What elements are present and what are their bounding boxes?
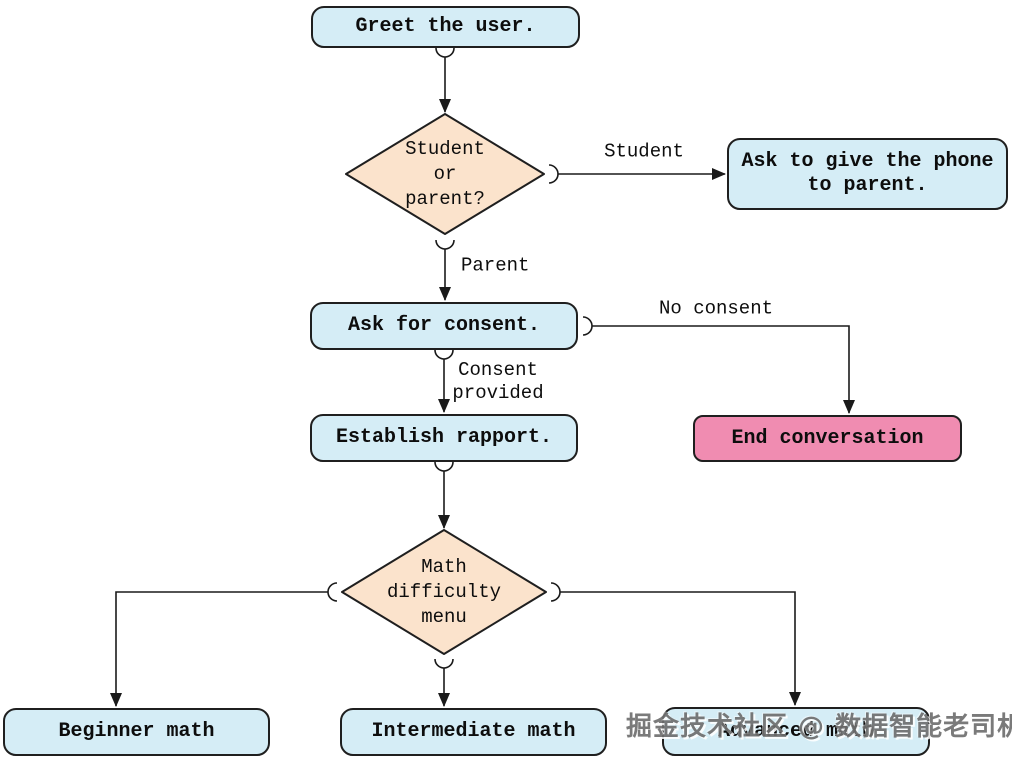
node-advanced-math: Advanced math — [662, 707, 930, 756]
node-establish-rapport: Establish rapport. — [310, 414, 578, 462]
edge-label-student: Student — [604, 140, 684, 163]
node-beginner-math: Beginner math — [3, 708, 270, 756]
node-greet-label: Greet the user. — [355, 15, 536, 38]
node-beginner-math-label: Beginner math — [58, 720, 215, 743]
edge-hook-decide-right — [548, 164, 559, 184]
node-establish-rapport-label: Establish rapport. — [335, 426, 553, 449]
edge-hook-decide-bottom — [435, 239, 455, 250]
edge-hook-consent-bottom — [434, 349, 454, 360]
node-difficulty-menu-shape — [341, 529, 547, 655]
node-ask-phone-label: Ask to give the phone to parent. — [741, 150, 994, 197]
node-end-conversation: End conversation — [693, 415, 962, 462]
node-ask-consent: Ask for consent. — [310, 302, 578, 350]
node-greet: Greet the user. — [311, 6, 580, 48]
watermark-text: 掘金技术社区 @ 数据智能老司机 — [626, 712, 1012, 742]
edge-menu-to-advanced — [560, 591, 801, 706]
node-decide-role-shape — [345, 113, 545, 235]
node-end-conversation-label: End conversation — [731, 426, 924, 450]
node-intermediate-math-label: Intermediate math — [371, 720, 576, 743]
node-difficulty-menu-label: Math difficulty menu — [386, 555, 502, 628]
node-decide-role-label: Student or parent? — [405, 137, 485, 210]
edge-consent-to-end — [592, 325, 855, 414]
edge-hook-greet — [435, 47, 455, 58]
edge-hook-rapport — [434, 461, 454, 472]
node-ask-consent-label: Ask for consent. — [347, 314, 541, 337]
node-ask-phone: Ask to give the phone to parent. — [727, 138, 1008, 210]
edge-label-no-consent: No consent — [658, 297, 774, 320]
edge-hook-menu-bottom — [434, 658, 454, 669]
node-advanced-math-label: Advanced math — [717, 719, 875, 743]
edge-hook-menu-right — [550, 582, 561, 602]
edge-hook-menu-left — [327, 582, 338, 602]
node-intermediate-math: Intermediate math — [340, 708, 607, 756]
edge-hook-consent-right — [582, 316, 593, 336]
edge-label-consent-provided: Consent provided — [452, 359, 544, 404]
edge-label-parent: Parent — [461, 254, 530, 277]
edge-menu-to-beginner — [110, 591, 328, 707]
